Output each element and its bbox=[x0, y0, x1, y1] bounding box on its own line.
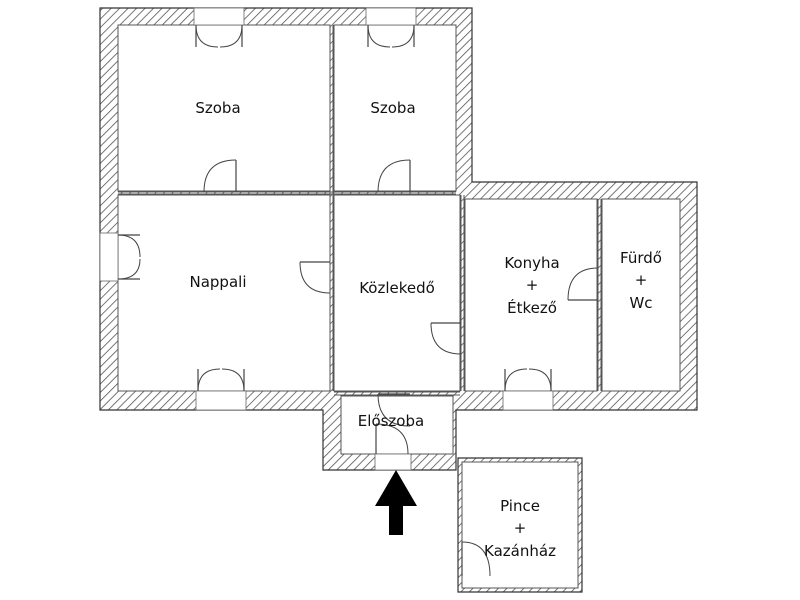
label-szoba-1: Szoba bbox=[195, 99, 240, 117]
entrance-door-opening bbox=[374, 453, 412, 471]
room-szoba-1 bbox=[117, 24, 331, 192]
label-furdo-1: Fürdő bbox=[620, 249, 662, 267]
inner-walls bbox=[118, 25, 602, 396]
room-interiors bbox=[117, 24, 681, 589]
interior-doors bbox=[203, 159, 599, 577]
label-pince-3: Kazánház bbox=[484, 542, 556, 560]
room-nappali bbox=[117, 194, 331, 392]
label-furdo-3: Wc bbox=[629, 294, 652, 312]
label-pince-1: Pince bbox=[500, 497, 540, 515]
label-konyha-1: Konyha bbox=[504, 254, 559, 272]
label-konyha-3: Étkező bbox=[507, 298, 557, 317]
label-pince-2: + bbox=[514, 519, 527, 537]
window-nappali-bottom bbox=[195, 390, 247, 411]
room-eloszoba bbox=[340, 395, 454, 455]
label-szoba-2: Szoba bbox=[370, 99, 415, 117]
windows bbox=[99, 7, 554, 471]
window-nappali-left bbox=[99, 232, 119, 282]
room-pince bbox=[461, 461, 579, 589]
room-furdo bbox=[601, 198, 681, 392]
arrow-up-icon bbox=[375, 470, 417, 535]
window-szoba-1 bbox=[193, 7, 245, 26]
label-furdo-2: + bbox=[635, 271, 648, 289]
label-kozlekedo: Közlekedő bbox=[359, 279, 435, 297]
room-konyha bbox=[464, 198, 598, 392]
label-nappali: Nappali bbox=[190, 273, 247, 291]
window-konyha-bottom bbox=[502, 390, 554, 411]
room-szoba-2 bbox=[333, 24, 457, 192]
room-kozlekedo bbox=[333, 194, 461, 392]
room-labels: Szoba Szoba Nappali Közlekedő Konyha + É… bbox=[190, 99, 662, 560]
label-konyha-2: + bbox=[526, 276, 539, 294]
label-eloszoba: Előszoba bbox=[358, 412, 424, 430]
window-szoba-2 bbox=[365, 7, 417, 26]
